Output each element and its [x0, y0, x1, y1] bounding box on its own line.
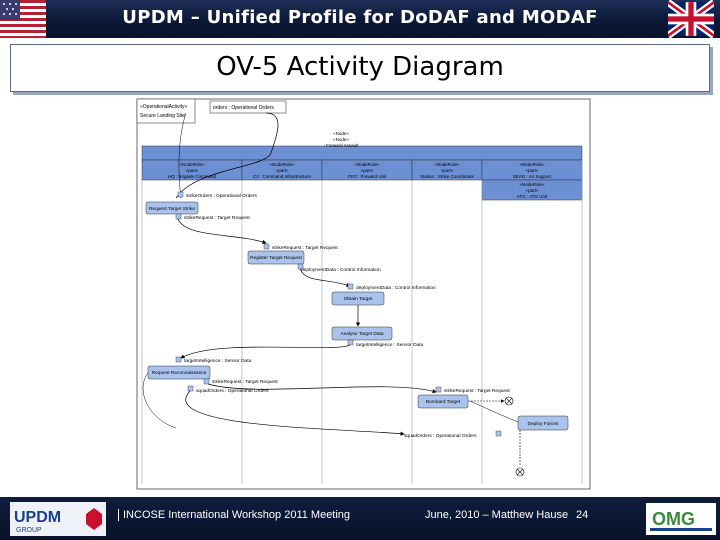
flow-label-3: strikeRequest : Target Request — [272, 245, 338, 251]
flow-label-2: strikeRequest : Target Request — [184, 215, 250, 221]
flow-label-11: squadOrders : Operational Orders — [404, 433, 477, 439]
action-request-reconnaissance — [147, 365, 211, 380]
lane-2-name: C2 : Command Infrastructure — [253, 174, 312, 179]
lane-6-stereo: «NodeRole» — [519, 182, 545, 187]
flow-label-10: squadOrders : Operational Orders — [196, 388, 269, 394]
lane-5-name: SEAD : Air Support — [513, 174, 552, 179]
input-parameter-label: orders : Operational Orders — [213, 105, 274, 111]
lane-4-part: «part» — [441, 168, 454, 173]
action-5-label: Request Reconnaissance — [152, 370, 207, 376]
lane-1-name: HQ : Brigade Command — [168, 174, 217, 179]
frame-label-name: Secure Landing Site — [140, 113, 185, 119]
pin-strike-orders — [177, 191, 184, 198]
slide-title-box: OV-5 Activity Diagram — [10, 44, 710, 92]
action-7-label: Deploy Forces — [528, 421, 560, 427]
action-request-target-strike — [145, 201, 199, 215]
flow-label-5: deploymentData : Control Information — [356, 285, 436, 291]
flow-label-7: targetIntelligence : Sensor Data — [184, 358, 252, 364]
action-3-label: Obtain Target — [344, 296, 373, 302]
us-flag-icon — [0, 0, 46, 38]
action-2-label: Register Target Request — [250, 255, 302, 261]
action-deploy-forces — [517, 415, 569, 431]
footer-event: INCOSE International Workshop 2011 Meeti… — [118, 509, 350, 521]
flow-label-4: deploymentData : Control Information — [301, 267, 381, 273]
flow-target-intelligence — [180, 344, 351, 359]
flow-label-6: targetIntelligence : Sensor Data — [356, 342, 424, 348]
svg-text:OMG: OMG — [652, 509, 695, 529]
lane-4-stereo: «NodeRole» — [434, 162, 460, 167]
lane-3-part: «part» — [361, 168, 374, 173]
svg-text:GROUP: GROUP — [16, 527, 42, 534]
footer-bar: UPDM GROUP INCOSE International Workshop… — [0, 497, 720, 540]
lane-2-stereo: «NodeRole» — [269, 162, 295, 167]
svg-text:UPDM: UPDM — [14, 509, 61, 526]
lane-3-stereo: «NodeRole» — [354, 162, 380, 167]
action-1-label: Request Target Strike — [149, 206, 195, 212]
frame-label-box — [136, 98, 196, 124]
flow-label-8: strikeRequest : Target Request — [212, 379, 278, 385]
action-analyse-target-data — [331, 326, 393, 341]
input-parameter — [209, 100, 287, 114]
header-center-line2: «Node» — [333, 137, 349, 142]
omg-logo: OMG — [646, 503, 716, 535]
lane-6-part: «part» — [526, 188, 539, 193]
action-register-target-request — [247, 250, 305, 265]
header-title: UPDM – Unified Profile for DoDAF and MOD… — [122, 7, 598, 28]
lane-2-part: «part» — [276, 168, 289, 173]
header-center-line1: «Node» — [333, 131, 349, 136]
footer-page-number: 24 — [576, 509, 589, 521]
action-4-label: Analyse Target Data — [340, 331, 383, 337]
flow-final-icon-1 — [504, 396, 514, 406]
lane-1-stereo: «NodeRole» — [179, 162, 205, 167]
partition-header — [141, 145, 583, 161]
flow-strike-request-2 — [207, 383, 437, 394]
activity-diagram: «OperationalActivity» Secure Landing Sit… — [136, 98, 591, 490]
lane-6-name: ATG : ATG Unit — [517, 194, 548, 199]
header-center-line3: : Forward Assault — [324, 143, 360, 148]
uk-flag-icon — [668, 0, 714, 38]
action-bombard-target — [417, 394, 469, 409]
lane-4-name: Station : Strike Coordinator — [420, 174, 475, 179]
lane-3-name: FEO : Forward Unit — [348, 174, 388, 179]
flow-squad-orders — [185, 390, 405, 436]
flow-label-9: strikeRequest : Target Request — [444, 388, 510, 394]
frame-label-stereo: «OperationalActivity» — [140, 104, 187, 110]
flow-label-1: strikeOrders : Operational Orders — [186, 193, 258, 199]
lane-1-part: «part» — [186, 168, 199, 173]
updm-group-logo: UPDM GROUP — [10, 502, 106, 536]
lane-5-part: «part» — [526, 168, 539, 173]
header-bar: UPDM – Unified Profile for DoDAF and MOD… — [0, 0, 720, 38]
flow-strike-request — [177, 218, 267, 244]
lane-separators — [141, 160, 583, 484]
flow-final-icon-2 — [515, 467, 525, 477]
footer-date-author: June, 2010 – Matthew Hause — [425, 509, 569, 521]
flow-orders — [175, 112, 279, 199]
lane-5-stereo: «NodeRole» — [519, 162, 545, 167]
flow-deployment-data — [299, 268, 351, 287]
action-6-label: Bombard Target — [426, 399, 461, 405]
slide-title: OV-5 Activity Diagram — [216, 52, 504, 82]
